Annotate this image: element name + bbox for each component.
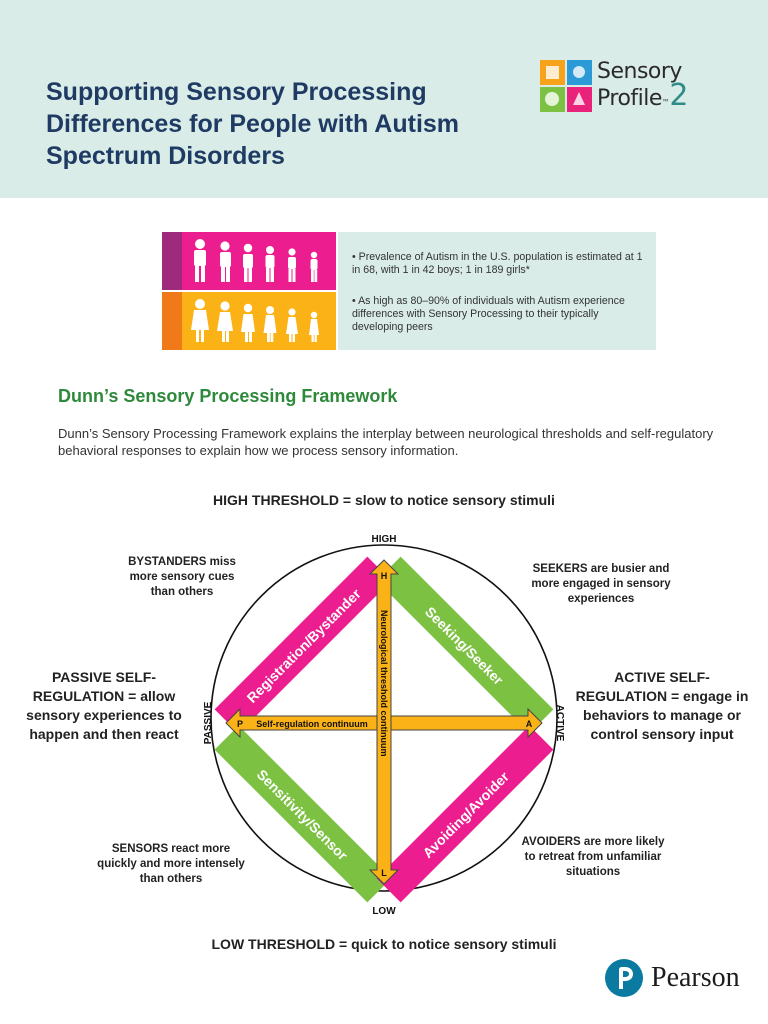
a-marker: A (526, 719, 533, 729)
passive-self-regulation-note: PASSIVE SELF-REGULATION = allow sensory … (26, 669, 182, 742)
stats-text-box: • Prevalence of Autism in the U.S. popul… (338, 232, 656, 350)
sensory-framework-diagram: Registration/Bystander Seeking/Seeker Se… (203, 534, 565, 917)
sensitivity-sensor-label: Sensitivity/Sensor (254, 766, 352, 864)
stat-sensory-differences: • As high as 80–90% of individuals with … (352, 295, 625, 333)
header-banner: Supporting Sensory Processing Difference… (0, 0, 768, 198)
pearson-wordmark: Pearson (651, 962, 740, 993)
girls-figures-icon (191, 299, 319, 342)
framework-intro: Dunn’s Sensory Processing Framework expl… (58, 426, 714, 458)
active-self-regulation-note: ACTIVE SELF-REGULATION = engage in behav… (575, 669, 749, 742)
sensors-note: SENSORS react more quickly and more inte… (97, 843, 245, 885)
stat-prevalence: • Prevalence of Autism in the U.S. popul… (352, 251, 643, 276)
pearson-logo: Pearson (604, 956, 754, 1002)
h-marker: H (381, 571, 388, 581)
registration-bystander-label: Registration/Bystander (244, 585, 365, 706)
logo-line2: Profile (597, 86, 662, 111)
l-marker: L (381, 868, 387, 878)
axis-active-label: ACTIVE (554, 705, 565, 742)
logo-wordmark: Sensory Profile™2 (597, 60, 688, 115)
self-regulation-label: Self-regulation continuum (256, 719, 368, 729)
framework-circle (210, 544, 558, 892)
logo-tiles-icon (540, 60, 592, 112)
axis-high-label: HIGH (372, 534, 397, 545)
framework-heading: Dunn’s Sensory Processing Framework (58, 386, 398, 406)
logo-number: 2 (669, 78, 688, 113)
seekers-note: SEEKERS are busier and more engaged in s… (531, 563, 671, 605)
neurological-threshold-label: Neurological threshold continuum (379, 610, 389, 757)
pearson-p-icon (605, 959, 643, 997)
girls-band-edge (162, 292, 182, 350)
logo-line1: Sensory (597, 59, 682, 84)
low-threshold-label: LOW THRESHOLD = quick to notice sensory … (211, 936, 557, 952)
avoiders-note: AVOIDERS are more likely to retreat from… (521, 836, 665, 878)
bystanders-note: BYSTANDERS miss more sensory cues than o… (128, 556, 236, 598)
p-marker: P (237, 719, 243, 729)
seeking-seeker-label: Seeking/Seeker (422, 603, 507, 688)
neurological-threshold-arrow (368, 559, 400, 885)
axis-passive-label: PASSIVE (203, 701, 214, 744)
sensory-profile-logo: Sensory Profile™2 (540, 58, 710, 118)
logo-tm: ™ (661, 98, 670, 107)
axis-low-label: LOW (372, 906, 396, 917)
boys-figures-icon (194, 239, 318, 282)
page-title: Supporting Sensory Processing Difference… (46, 78, 460, 170)
boys-band-edge (162, 232, 182, 290)
high-threshold-label: HIGH THRESHOLD = slow to notice sensory … (213, 492, 555, 508)
autism-stats-panel: • Prevalence of Autism in the U.S. popul… (162, 232, 656, 350)
